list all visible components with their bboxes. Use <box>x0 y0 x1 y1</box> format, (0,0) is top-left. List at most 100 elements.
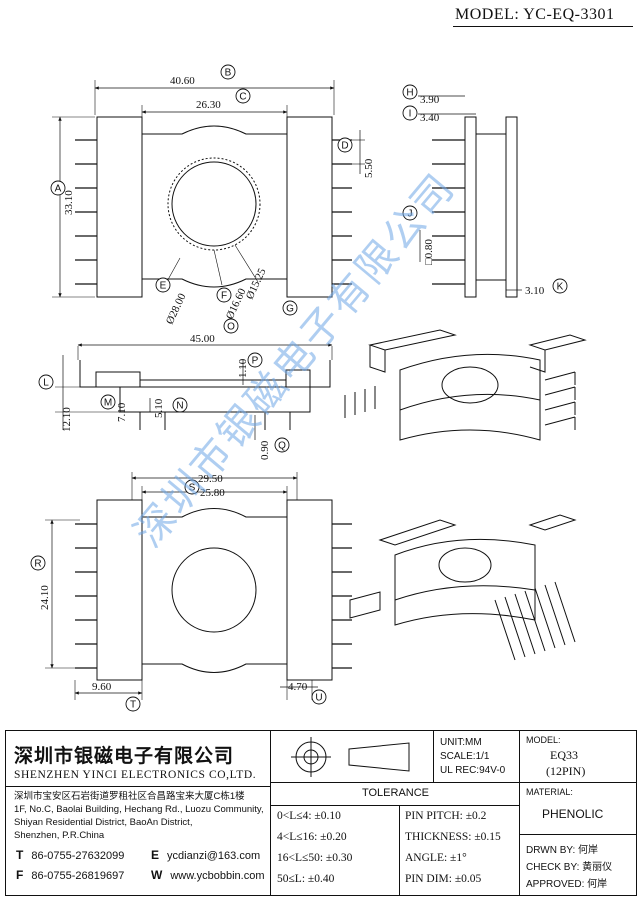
callout-letter: U <box>315 693 322 704</box>
callout-n: N <box>172 397 188 413</box>
address-line-2: 1F, No.C, Baolai Building, Hechang Rd., … <box>14 804 264 815</box>
callout-m: M <box>100 394 116 410</box>
callout-markers: A B C D E F G HI J K L M N O P Q R S T U <box>30 64 568 712</box>
dim-45-00: 45.00 <box>190 333 215 345</box>
callout-l: L <box>38 374 54 390</box>
address-line-4: Shenzhen, P.R.China <box>14 830 105 841</box>
callout-f: F <box>216 287 232 303</box>
callout-letter: Q <box>278 441 286 452</box>
dim-5-10: 5.10 <box>153 398 165 418</box>
phone-number: 86-0755-27632099 <box>31 850 125 862</box>
projection-symbol-cell <box>271 731 434 783</box>
company-name-cn: 深圳市银磁电子有限公司 <box>14 745 235 767</box>
tolerance-left-1: 0<L≤4: ±0.10 <box>277 810 341 822</box>
approved-by: APPROVED: 何岸 <box>526 879 608 890</box>
callout-letter: M <box>104 398 112 409</box>
title-block: 深圳市银磁电子有限公司 SHENZHEN YINCI ELECTRONICS C… <box>5 730 637 896</box>
callout-a: A <box>50 180 66 196</box>
tolerance-title: TOLERANCE <box>361 787 430 799</box>
callout-u: U <box>311 689 327 705</box>
callout-r: R <box>30 555 46 571</box>
tolerance-left-4: 50≤L: ±0.40 <box>277 873 335 885</box>
callout-t: T <box>125 696 141 712</box>
company-cell: 深圳市银磁电子有限公司 SHENZHEN YINCI ELECTRONICS C… <box>6 731 271 895</box>
callout-e: E <box>155 277 171 293</box>
address-line-1: 深圳市宝安区石岩街道罗租社区合昌路宝来大厦C栋1楼 <box>14 791 245 802</box>
address-line-3: Shiyan Residential District, BaoAn Distr… <box>14 817 193 828</box>
callout-i: I <box>402 105 418 121</box>
dim-4-70: 4.70 <box>288 681 308 693</box>
email-address: ycdianzi@163.com <box>167 850 261 862</box>
top-view <box>52 80 365 298</box>
model-number: MODEL: YC-EQ-3301 <box>455 6 615 23</box>
callout-letter: P <box>252 356 259 367</box>
dim-3-90: 3.90 <box>420 94 440 106</box>
callout-letter: B <box>225 68 232 79</box>
model-label: MODEL: <box>526 735 561 745</box>
dim-0-80: □0.80 <box>423 239 435 265</box>
fax-label: F <box>16 868 24 882</box>
callout-letter: G <box>286 304 294 315</box>
checked-by: CHECK BY: 黄丽仪 <box>526 862 613 873</box>
callout-letter: I <box>409 109 412 120</box>
isometric-view-bottom <box>349 514 577 661</box>
dim-26-30: 26.30 <box>196 99 221 111</box>
tolerance-right-2: THICKNESS: ±0.15 <box>405 831 501 843</box>
callout-letter: D <box>341 141 348 152</box>
dim-29-50: 29.50 <box>198 473 223 485</box>
model-pins: (12PIN) <box>546 764 586 778</box>
phone-row: T 86-0755-27632099 <box>16 848 124 862</box>
dim-15-25: Ø15.25 <box>244 266 269 301</box>
callout-letter: O <box>227 322 235 333</box>
callout-s: S <box>184 479 200 495</box>
callout-q: Q <box>274 437 290 453</box>
callout-letter: K <box>557 282 564 293</box>
callout-b: B <box>220 64 236 80</box>
callout-g: G <box>282 300 298 316</box>
phone-label: T <box>16 848 24 862</box>
callout-o: O <box>223 318 239 334</box>
front-view <box>55 343 333 440</box>
unit-text: UNIT:MM <box>440 737 482 748</box>
dim-5-50: 5.50 <box>363 158 375 178</box>
callout-c: C <box>235 88 251 104</box>
spec-cell: UNIT:MM SCALE:1/1 UL REC:94V-0 <box>434 731 520 783</box>
callout-letter: A <box>55 184 62 195</box>
company-name-en: SHENZHEN YINCI ELECTRONICS CO,LTD. <box>14 769 257 781</box>
callout-letter: C <box>239 92 246 103</box>
dim-24-10: 24.10 <box>39 585 51 610</box>
dim-7-10: 7.10 <box>116 402 128 422</box>
side-view <box>418 95 522 298</box>
dim-3-10: 3.10 <box>525 285 545 297</box>
fax-number: 86-0755-26819697 <box>31 870 125 882</box>
callout-j: J <box>402 205 418 221</box>
tolerance-right-4: PIN DIM: ±0.05 <box>405 873 482 885</box>
dim-3-40: 3.40 <box>420 112 440 124</box>
dim-1-10: 1.10 <box>237 358 249 378</box>
projection-symbol-icon <box>291 737 410 777</box>
callout-letter: F <box>221 291 227 302</box>
dim-9-60: 9.60 <box>92 681 112 693</box>
tolerance-left-3: 16<L≤50: ±0.30 <box>277 852 353 864</box>
callout-p: P <box>247 352 263 368</box>
callout-letter: R <box>34 559 41 570</box>
callout-letter: H <box>406 88 413 99</box>
technical-drawing: 40.60 26.30 33.10 5.50 Ø28.00 Ø16.60 Ø15… <box>30 64 587 712</box>
web-address: www.ycbobbin.com <box>170 870 265 882</box>
drawn-by: DRWN BY: 何岸 <box>526 845 599 856</box>
tolerance-right-1: PIN PITCH: ±0.2 <box>405 810 487 822</box>
callout-letter: N <box>176 401 183 412</box>
callout-letter: J <box>408 209 413 220</box>
callout-letter: T <box>130 700 136 711</box>
callout-letter: L <box>43 378 49 389</box>
signoff-cell: DRWN BY: 何岸 CHECK BY: 黄丽仪 APPROVED: 何岸 <box>520 835 636 895</box>
callout-letter: E <box>160 281 167 292</box>
callout-d: D <box>337 137 353 153</box>
dim-28-00: Ø28.00 <box>164 291 189 326</box>
dim-33-10: 33.10 <box>63 190 75 215</box>
callout-k: K <box>552 278 568 294</box>
model-underline <box>453 26 633 27</box>
